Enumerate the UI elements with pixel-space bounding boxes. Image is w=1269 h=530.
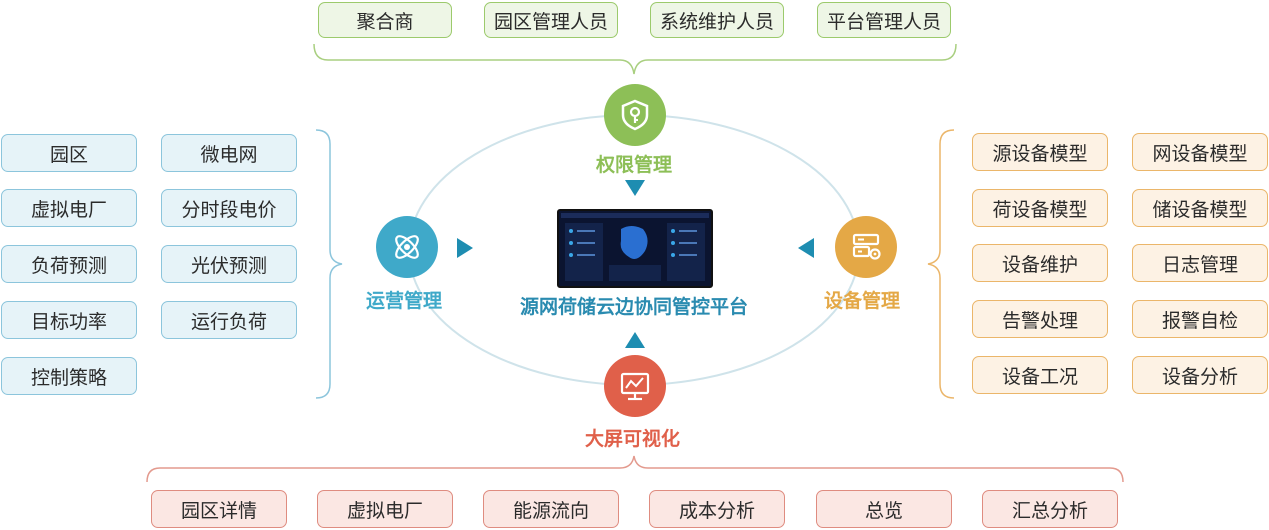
permission-item-aggregator: 聚合商 — [318, 2, 452, 38]
screen-chart-icon — [620, 372, 650, 401]
visual-item-cost-analysis: 成本分析 — [649, 490, 785, 528]
visual-node — [604, 355, 666, 417]
device-item-maintenance: 设备维护 — [972, 244, 1108, 282]
operation-item-microgrid: 微电网 — [161, 134, 297, 172]
shield-key-icon — [621, 99, 649, 131]
right-brace — [927, 129, 955, 399]
operation-item-park: 园区 — [1, 134, 137, 172]
operation-item-load-forecast: 负荷预测 — [1, 245, 137, 283]
device-item-source-model: 源设备模型 — [972, 133, 1108, 171]
arrow-down — [625, 180, 645, 196]
device-item-analysis: 设备分析 — [1132, 356, 1268, 394]
operation-item-tou-price: 分时段电价 — [161, 189, 297, 227]
permission-node — [604, 84, 666, 146]
visual-item-virtual-plant: 虚拟电厂 — [317, 490, 453, 528]
operation-node — [376, 216, 438, 278]
operation-item-control-strategy: 控制策略 — [1, 357, 137, 395]
visual-item-park-detail: 园区详情 — [151, 490, 287, 528]
arrow-left — [798, 238, 814, 258]
device-node — [835, 216, 897, 278]
visual-label: 大屏可视化 — [585, 428, 681, 450]
operation-item-pv-forecast: 光伏预测 — [161, 245, 297, 283]
device-item-condition: 设备工况 — [972, 356, 1108, 394]
operation-label: 运营管理 — [366, 290, 443, 312]
arrow-up — [625, 332, 645, 348]
device-item-load-model: 荷设备模型 — [972, 189, 1108, 227]
atom-icon — [395, 235, 419, 259]
device-item-storage-model: 储设备模型 — [1132, 189, 1268, 227]
device-item-alarm-handling: 告警处理 — [972, 300, 1108, 338]
platform-title: 源网荷储云边协同管控平台 — [519, 296, 748, 318]
device-item-log-management: 日志管理 — [1132, 244, 1268, 282]
arrow-right — [457, 238, 473, 258]
visual-item-summary-analysis: 汇总分析 — [982, 490, 1118, 528]
dashboard-thumbnail — [561, 213, 709, 281]
permission-item-platform-manager: 平台管理人员 — [817, 2, 951, 38]
visual-item-energy-flow: 能源流向 — [483, 490, 619, 528]
device-item-grid-model: 网设备模型 — [1132, 133, 1268, 171]
operation-item-virtual-plant: 虚拟电厂 — [1, 189, 137, 227]
dashboard-screen — [557, 209, 713, 288]
permission-item-park-manager: 园区管理人员 — [484, 2, 618, 38]
visual-item-overview: 总览 — [816, 490, 952, 528]
operation-item-running-load: 运行负荷 — [161, 301, 297, 339]
operation-item-target-power: 目标功率 — [1, 301, 137, 339]
left-brace — [315, 129, 343, 399]
device-item-alarm-selfcheck: 报警自检 — [1132, 300, 1268, 338]
device-label: 设备管理 — [824, 290, 901, 312]
top-brace — [313, 43, 957, 75]
server-gear-icon — [852, 233, 881, 260]
permission-item-system-maintainer: 系统维护人员 — [650, 2, 784, 38]
bottom-brace — [146, 455, 1124, 483]
permission-label: 权限管理 — [596, 154, 673, 176]
